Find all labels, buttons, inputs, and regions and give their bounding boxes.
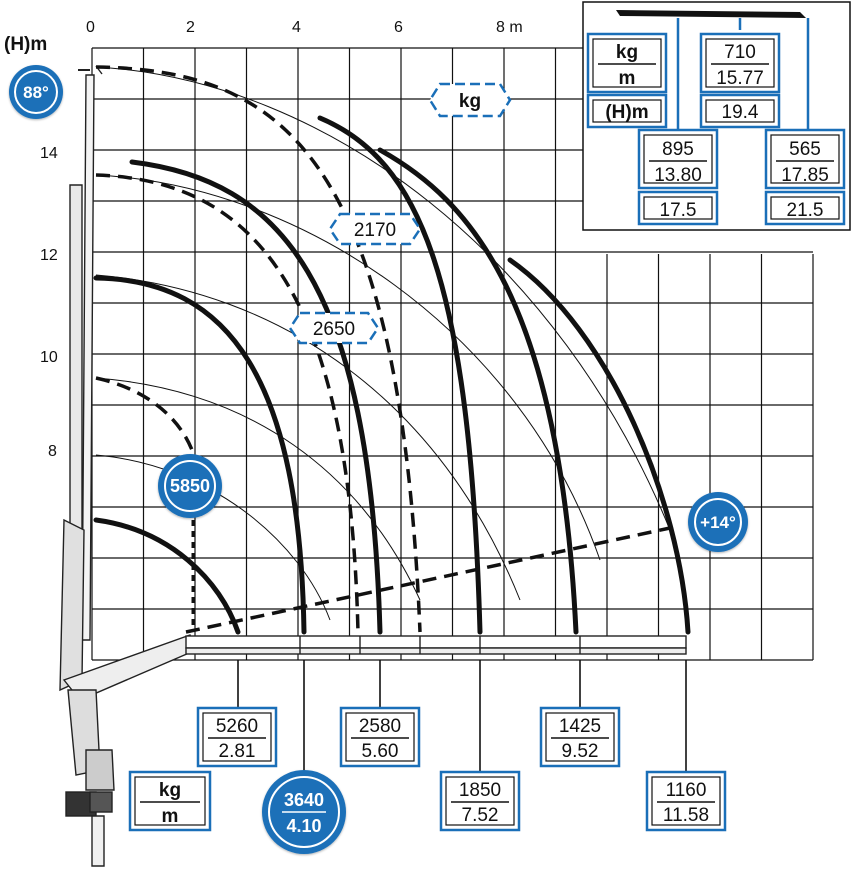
reach-envelope-thin [95,66,671,621]
inset-load-565: 565 [789,139,821,160]
reach-box-5260: 5260 2.81 [196,706,278,768]
inset-reach-17.85: 17.85 [781,165,829,186]
dashed-load-tag-2650: 2650 [288,311,380,345]
reach-11.58: 11.58 [663,805,709,826]
y-axis-title: (H)m [4,34,47,55]
load-circle-5850: 5850 [158,454,222,518]
reach-circle-3640: 3640 4.10 [262,770,346,854]
inset-legend-bottom: m [619,68,636,89]
x-tick-6: 6 [394,19,403,36]
reach-box-2580: 2580 5.60 [339,706,421,768]
load-1425: 1425 [559,716,601,737]
inset-load-710: 710 [724,42,756,63]
x-tick-8: 8 m [496,19,523,36]
x-tick-4: 4 [292,19,301,36]
legend-box-main: kg m [128,770,212,832]
inset-height-19.4: 19.4 [722,102,759,123]
reach-box-1850: 1850 7.52 [439,770,521,832]
kg-tag: kg [428,82,512,118]
x-tick-2: 2 [186,19,195,36]
y-tick-10: 10 [40,349,58,366]
reach-7.52: 7.52 [462,805,499,826]
load-1160: 1160 [666,780,707,801]
inset-height-17.5: 17.5 [660,200,697,221]
load-1850: 1850 [459,780,501,801]
load-3640: 3640 [284,790,324,810]
y-axis-ticks: 14 12 10 8 [40,145,58,460]
y-tick-12: 12 [40,247,58,264]
inset-panel: kg m (H)m 710 15.77 19.4 895 13.80 17.5 … [582,1,851,231]
min-angle-badge: +14° [688,492,748,552]
max-angle-badge: 88° [9,65,63,119]
inset-load-895: 895 [662,139,694,160]
x-tick-0: 0 [86,19,95,36]
dashed-load-2170: 2170 [354,220,396,241]
crane-boom [59,65,197,867]
inset-reach-15.77: 15.77 [716,68,764,89]
dashed-load-2650: 2650 [313,319,355,340]
inset-height-21.5: 21.5 [787,200,824,221]
legend-main-bottom: m [162,806,179,827]
inset-reach-13.80: 13.80 [654,165,702,186]
reach-5.60: 5.60 [362,741,399,762]
load-2580: 2580 [359,716,401,737]
load-curves [93,115,691,635]
load-5260: 5260 [216,716,258,737]
inset-legend-height: (H)m [605,102,648,123]
reach-box-1425: 1425 9.52 [539,706,621,768]
drop-lines [191,520,687,774]
y-tick-14: 14 [40,145,58,162]
extended-boom [185,635,687,655]
chart-grid [91,47,814,661]
dashed-load-curves [95,65,671,634]
x-axis-ticks: 0 2 4 6 8 m [86,19,523,36]
kg-tag-text: kg [459,91,481,112]
reach-2.81: 2.81 [219,741,256,762]
load-5850-text: 5850 [170,476,210,496]
legend-main-top: kg [159,780,181,801]
y-tick-8: 8 [48,443,57,460]
min-angle-text: +14° [700,513,736,532]
max-angle-text: 88° [23,83,49,102]
reach-4.10: 4.10 [286,816,321,836]
inset-legend-top: kg [616,42,638,63]
reach-9.52: 9.52 [562,741,599,762]
reach-box-1160: 1160 11.58 [645,770,727,832]
dashed-load-tag-2170: 2170 [328,212,422,246]
